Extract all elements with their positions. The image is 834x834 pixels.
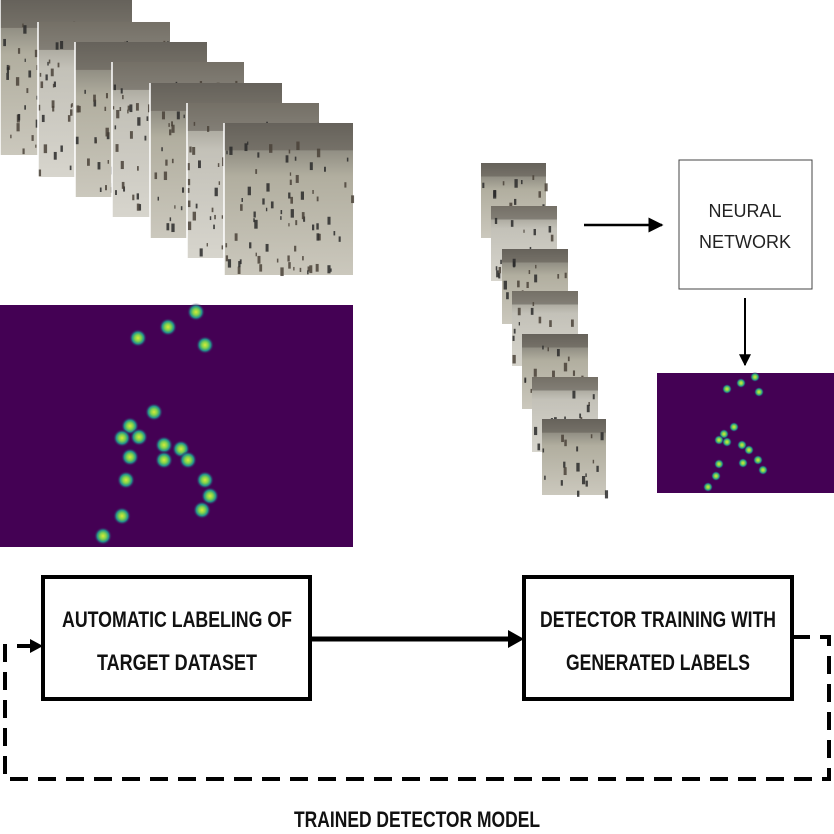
crowd-frame xyxy=(224,123,355,277)
heat-peak-small xyxy=(714,435,724,445)
heat-peak xyxy=(113,429,131,447)
heat-peak xyxy=(159,318,177,336)
neural-network-label-line2: NETWORK xyxy=(699,232,791,252)
dashed-feedback-loop-icon xyxy=(3,635,831,781)
crowd-frame-stack-large xyxy=(0,0,355,277)
crowd-frame-stack-small xyxy=(481,163,609,499)
feedback-arrowhead-icon xyxy=(30,639,43,653)
heat-peak xyxy=(196,336,214,354)
heat-peak xyxy=(201,487,219,505)
heat-peak-small xyxy=(738,458,748,468)
heat-peak-small xyxy=(737,440,747,450)
automatic-labeling-box: AUTOMATIC LABELING OF TARGET DATASET xyxy=(41,575,312,701)
neural-network-box: NEURAL NETWORK xyxy=(678,159,813,290)
labeling-box-line1: AUTOMATIC LABELING OF xyxy=(62,607,292,632)
heat-peak-small xyxy=(753,455,763,465)
heat-peak-small xyxy=(758,465,768,475)
heat-peak xyxy=(129,329,147,347)
heat-peak xyxy=(145,403,163,421)
heat-peak-small xyxy=(703,482,713,492)
heat-peak-small xyxy=(711,471,721,481)
density-heatmap-large xyxy=(0,303,353,547)
heat-peak xyxy=(193,501,211,519)
heat-peak xyxy=(155,451,173,469)
neural-network-label-line1: NEURAL xyxy=(708,201,781,221)
heat-peak-small xyxy=(722,384,732,394)
heat-peak-small xyxy=(754,387,764,397)
heatmap-peaks xyxy=(94,303,219,545)
heat-peak xyxy=(196,471,214,489)
labeling-box-line2: TARGET DATASET xyxy=(97,650,257,675)
heat-peak-small xyxy=(729,422,739,432)
crowd-frame-small xyxy=(542,419,609,499)
heat-peak xyxy=(94,527,112,545)
training-box-line1: DETECTOR TRAINING WITH xyxy=(540,607,776,632)
heatmap-output-peaks xyxy=(703,372,768,492)
heat-peak-small xyxy=(750,372,760,382)
heat-peak xyxy=(113,507,131,525)
heat-peak xyxy=(130,428,148,446)
heat-peak-small xyxy=(714,459,724,469)
heat-peak xyxy=(155,436,173,454)
heat-peak xyxy=(117,471,135,489)
heat-peak-small xyxy=(744,445,754,455)
density-heatmap-output xyxy=(657,372,834,493)
heat-peak-small xyxy=(736,378,746,388)
heat-peak xyxy=(179,451,197,469)
heat-peak xyxy=(121,448,139,466)
heat-peak xyxy=(187,303,205,321)
heat-peak-small xyxy=(722,437,732,447)
arrowhead-icon xyxy=(508,630,524,648)
trained-detector-model-label: TRAINED DETECTOR MODEL xyxy=(294,807,540,832)
detector-training-box: DETECTOR TRAINING WITH GENERATED LABELS xyxy=(522,575,794,701)
training-box-line2: GENERATED LABELS xyxy=(566,650,750,675)
